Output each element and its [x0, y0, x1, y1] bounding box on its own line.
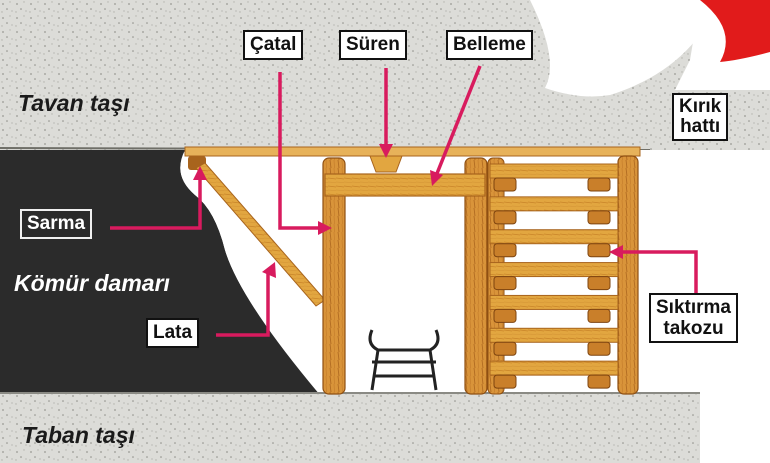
roof-zone-label: Tavan taşı [18, 90, 130, 116]
siktirma-arrowhead [609, 245, 623, 259]
chock-plank [489, 229, 619, 245]
suren-block [369, 155, 403, 173]
chock-block [587, 276, 611, 291]
ceiling-plank [184, 146, 641, 157]
chock-block [493, 341, 517, 356]
floor-zone-label: Taban taşı [22, 422, 135, 448]
belleme-pointer [434, 65, 482, 177]
siktirma-chock-stack [489, 163, 619, 389]
lata-arrowhead [262, 262, 276, 278]
chock-block [587, 341, 611, 356]
roof-cavity [530, 0, 720, 97]
chock-plank [489, 294, 619, 310]
right-rock [640, 150, 770, 390]
siktirma-takozu-line2: takozu [663, 318, 724, 339]
chock-block [493, 243, 517, 258]
belleme-arrowhead [430, 170, 443, 186]
chock-block [493, 308, 517, 323]
chock-plank [489, 327, 619, 343]
suren-label: Süren [339, 30, 407, 60]
chock-block [493, 210, 517, 225]
left-post [322, 157, 346, 395]
floor-rock [0, 392, 700, 463]
catal-label: Çatal [243, 30, 304, 60]
chock-block [493, 276, 517, 291]
chock-plank [489, 196, 619, 212]
chock-block [493, 374, 517, 389]
sarma-arrowhead [193, 166, 207, 180]
coal-zone-label: Kömür damarı [14, 270, 170, 296]
chock-block [587, 243, 611, 258]
catal-arrowhead [318, 221, 332, 235]
kirik-hatti-label: Kırık hattı [672, 93, 729, 141]
right-post [464, 157, 488, 395]
sarma-pointer [110, 178, 202, 230]
lata-label: Lata [146, 318, 200, 348]
belleme-cap [324, 173, 486, 197]
catal-pointer [278, 72, 322, 230]
lata-pointer [216, 272, 270, 337]
chock-block [587, 308, 611, 323]
pointer-heads [193, 144, 623, 278]
belleme-label: Belleme [446, 30, 533, 60]
kirik-hatti-line2: hattı [680, 116, 721, 137]
chock-plank [489, 262, 619, 278]
floor-rock-right [700, 392, 770, 463]
chock-plank [489, 163, 619, 179]
pointer-lines [110, 65, 698, 337]
kirik-hatti-line1: Kırık [679, 96, 722, 117]
suren-arrowhead [379, 144, 393, 158]
chock-block [587, 177, 611, 192]
siktirma-takozu-label: Sıktırma takozu [649, 293, 738, 343]
rail-chair [368, 329, 440, 391]
chock-plank [489, 360, 619, 376]
sarma-label: Sarma [20, 209, 93, 239]
chock-block [493, 177, 517, 192]
chock-block [587, 374, 611, 389]
siktirma-takozu-line1: Sıktırma [656, 297, 731, 318]
siktirma-pointer [620, 250, 698, 294]
red-accent-shape [700, 0, 770, 62]
chock-post-right [617, 155, 639, 395]
chock-block [587, 210, 611, 225]
